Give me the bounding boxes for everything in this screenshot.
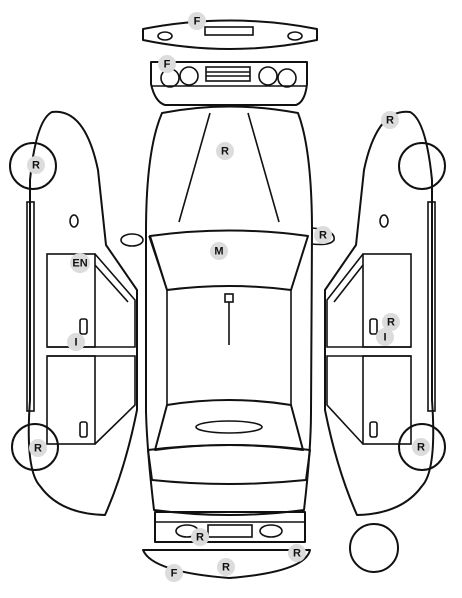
damage-marker-left-wheel-rear[interactable]: R bbox=[29, 439, 47, 457]
marker-badge bbox=[288, 544, 306, 562]
damage-marker-windshield[interactable]: M bbox=[210, 242, 228, 260]
damage-marker-rear-bumper-center[interactable]: R bbox=[217, 558, 235, 576]
marker-badge bbox=[191, 528, 209, 546]
car-right-side-view[interactable] bbox=[324, 110, 446, 516]
marker-badge bbox=[216, 142, 234, 160]
marker-badge bbox=[412, 438, 430, 456]
marker-label: F bbox=[171, 568, 178, 580]
car-left-side-view[interactable] bbox=[9, 110, 138, 516]
marker-badge bbox=[210, 242, 228, 260]
marker-badge bbox=[382, 313, 400, 331]
marker-label: I bbox=[74, 337, 77, 349]
marker-label: R bbox=[221, 146, 229, 158]
marker-badge bbox=[165, 564, 183, 582]
marker-label: R bbox=[293, 548, 301, 560]
marker-label: R bbox=[319, 230, 327, 242]
damage-marker-left-wheel-front[interactable]: R bbox=[27, 156, 45, 174]
car-top-view[interactable] bbox=[145, 105, 313, 516]
marker-label: R bbox=[386, 115, 394, 127]
marker-badge bbox=[188, 12, 206, 30]
damage-marker-front-bumper-top[interactable]: F bbox=[188, 12, 206, 30]
damage-marker-right-door-r[interactable]: R bbox=[382, 313, 400, 331]
marker-label: R bbox=[34, 443, 42, 455]
damage-marker-front-grille[interactable]: F bbox=[158, 55, 176, 73]
damage-marker-rear-panel[interactable]: R bbox=[191, 528, 209, 546]
spare-wheel[interactable] bbox=[349, 523, 399, 573]
marker-badge bbox=[67, 333, 85, 351]
marker-label: I bbox=[383, 332, 386, 344]
marker-label: EN bbox=[72, 258, 87, 270]
damage-marker-right-wheel-rear[interactable]: R bbox=[412, 438, 430, 456]
marker-label: R bbox=[417, 442, 425, 454]
marker-badge bbox=[70, 253, 90, 273]
marker-label: R bbox=[387, 317, 395, 329]
front-bumper[interactable] bbox=[142, 19, 318, 50]
damage-marker-rear-bumper-right[interactable]: R bbox=[288, 544, 306, 562]
damage-marker-left-door-i[interactable]: I bbox=[67, 333, 85, 351]
marker-badge bbox=[217, 558, 235, 576]
marker-label: F bbox=[164, 59, 171, 71]
marker-label: R bbox=[222, 562, 230, 574]
marker-label: M bbox=[214, 246, 223, 258]
marker-label: R bbox=[196, 532, 204, 544]
damage-marker-rear-bumper-left[interactable]: F bbox=[165, 564, 183, 582]
front-grille[interactable] bbox=[150, 61, 308, 106]
damage-marker-roof[interactable]: R bbox=[216, 142, 234, 160]
marker-badge bbox=[376, 328, 394, 346]
marker-badge bbox=[381, 111, 399, 129]
damage-marker-right-fender-top[interactable]: R bbox=[381, 111, 399, 129]
damage-marker-right-mirror[interactable]: R bbox=[314, 226, 332, 244]
damage-marker-right-door-i[interactable]: I bbox=[376, 328, 394, 346]
marker-label: R bbox=[32, 160, 40, 172]
marker-badge bbox=[29, 439, 47, 457]
damage-marker-left-door-en[interactable]: EN bbox=[70, 253, 90, 273]
left-mirror[interactable] bbox=[120, 233, 144, 247]
rear-bumper[interactable] bbox=[142, 549, 311, 579]
marker-badge bbox=[158, 55, 176, 73]
rear-panel[interactable] bbox=[154, 511, 306, 543]
marker-label: F bbox=[194, 16, 201, 28]
marker-badge bbox=[27, 156, 45, 174]
marker-badge bbox=[314, 226, 332, 244]
